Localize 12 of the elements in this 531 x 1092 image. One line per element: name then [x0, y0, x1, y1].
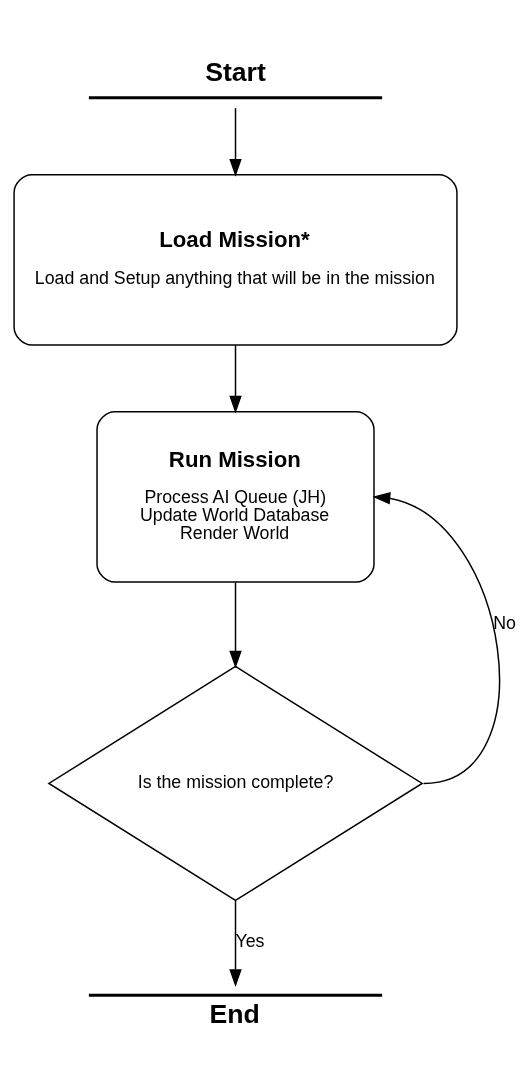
node-box: Run Mission Process AI Queue (JH) Update World Database Render World: [96, 410, 375, 583]
arrow: [372, 491, 501, 784]
node-box: Load Mission* Load and Setup anything that will be in the mission: [13, 173, 458, 346]
arrow: [229, 344, 242, 414]
arrow: [229, 899, 242, 987]
arrow: [229, 581, 242, 668]
node-text: End: [209, 998, 260, 1029]
node-diamond: Is the mission complete?: [47, 665, 424, 901]
arrow: [229, 106, 242, 177]
node-text: Start: [205, 56, 266, 87]
edge-label: Yes: [235, 930, 265, 951]
edge-label: No: [493, 612, 516, 633]
